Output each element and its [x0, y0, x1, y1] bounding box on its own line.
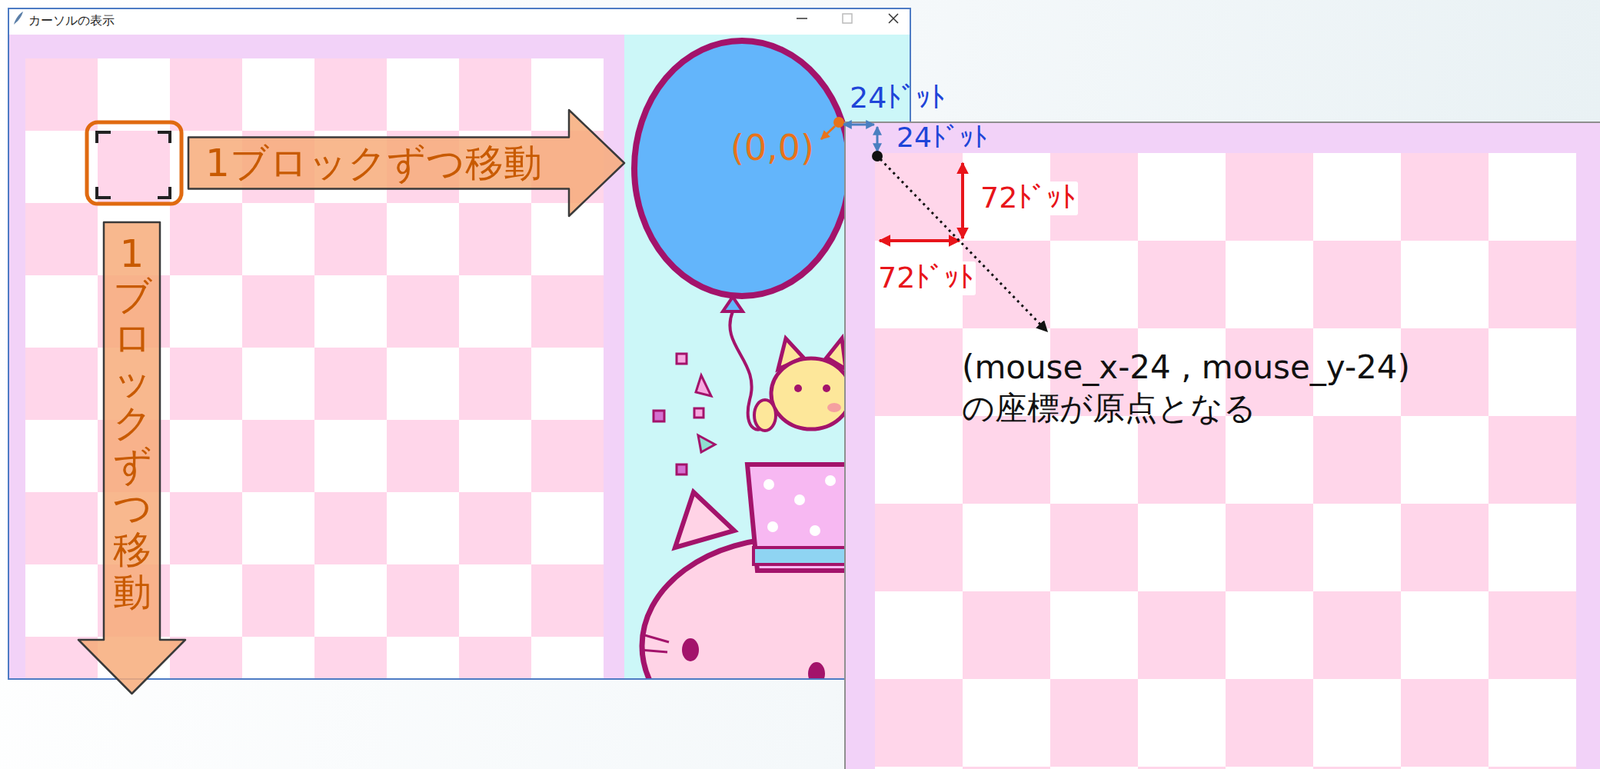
offset-arrow [843, 123, 875, 127]
maximize-button [842, 13, 852, 24]
zoom-checkerboard [874, 153, 1577, 769]
offset-arrow [876, 126, 879, 152]
note-text: (mouse_x-24 , mouse_y-24) の座標が原点となる [961, 347, 1570, 429]
origin-point [871, 150, 883, 162]
cat-cheek [827, 402, 842, 413]
label-holder: (0,0) [730, 127, 815, 169]
cursor-highlight [86, 122, 182, 204]
balloon-knot [722, 296, 743, 312]
close-button [888, 13, 899, 24]
offset-label: 24ﾄﾞｯﾄ [849, 81, 945, 116]
arrow-text: 1ブロックずつ移動 [113, 232, 152, 614]
label-holder: 24ﾄﾞｯﾄ [896, 121, 988, 154]
title-bar [9, 9, 910, 35]
label-holder: 72ﾄﾞｯﾄ [977, 181, 1078, 216]
hat-band [753, 547, 854, 565]
balloon [634, 40, 850, 297]
window-title: カーソルの表示 [28, 13, 115, 28]
offset-label: 24ﾄﾞｯﾄ [896, 121, 988, 154]
label-holder: 24ﾄﾞｯﾄ [849, 81, 945, 116]
hat-dot [763, 479, 775, 490]
confetti [676, 353, 687, 364]
cursor-brackets [96, 132, 170, 198]
yellow-cat [771, 358, 852, 430]
dimension-arrow [879, 239, 960, 243]
arrow-outline [78, 222, 186, 694]
move-arrow-right: 1ブロックずつ移動 [188, 109, 625, 217]
dimension-label: 72ﾄﾞｯﾄ [875, 261, 976, 296]
cat-eye [681, 638, 699, 662]
move-arrow-down: 1ブロックずつ移動 [78, 222, 186, 694]
confetti [698, 435, 716, 453]
label-holder: 72ﾄﾞｯﾄ [875, 261, 976, 296]
cat-eye [822, 384, 831, 393]
origin-label: (0,0) [730, 127, 815, 169]
dimension-label: 72ﾄﾞｯﾄ [977, 181, 1078, 216]
confetti [695, 375, 712, 396]
cat-ear [675, 492, 735, 548]
zoom-panel [844, 122, 1600, 769]
label-holder: (mouse_x-24 , mouse_y-24) の座標が原点となる [961, 347, 1570, 429]
cat-eye [808, 661, 825, 679]
arrow-outline [188, 109, 625, 217]
dimension-arrow [961, 162, 965, 239]
arrow-text: 1ブロックずつ移動 [205, 143, 543, 183]
hat-dot [794, 494, 805, 506]
cat-eye [794, 384, 802, 393]
hat-dot [767, 521, 779, 533]
origin-leader [821, 126, 835, 140]
hat-dot [824, 475, 836, 486]
cat-whiskers [639, 634, 669, 652]
cat-paw [754, 399, 776, 431]
origin-dot [833, 116, 845, 128]
party-hat [747, 464, 854, 571]
hat-dot [809, 525, 821, 536]
minimize-button [796, 17, 808, 20]
window-icon [13, 11, 24, 25]
confetti [653, 410, 665, 422]
confetti [676, 464, 687, 475]
confetti [694, 408, 704, 418]
app-window: カーソルの表示 1ブロックずつ移動 1ブロックずつ移動 [8, 8, 911, 679]
